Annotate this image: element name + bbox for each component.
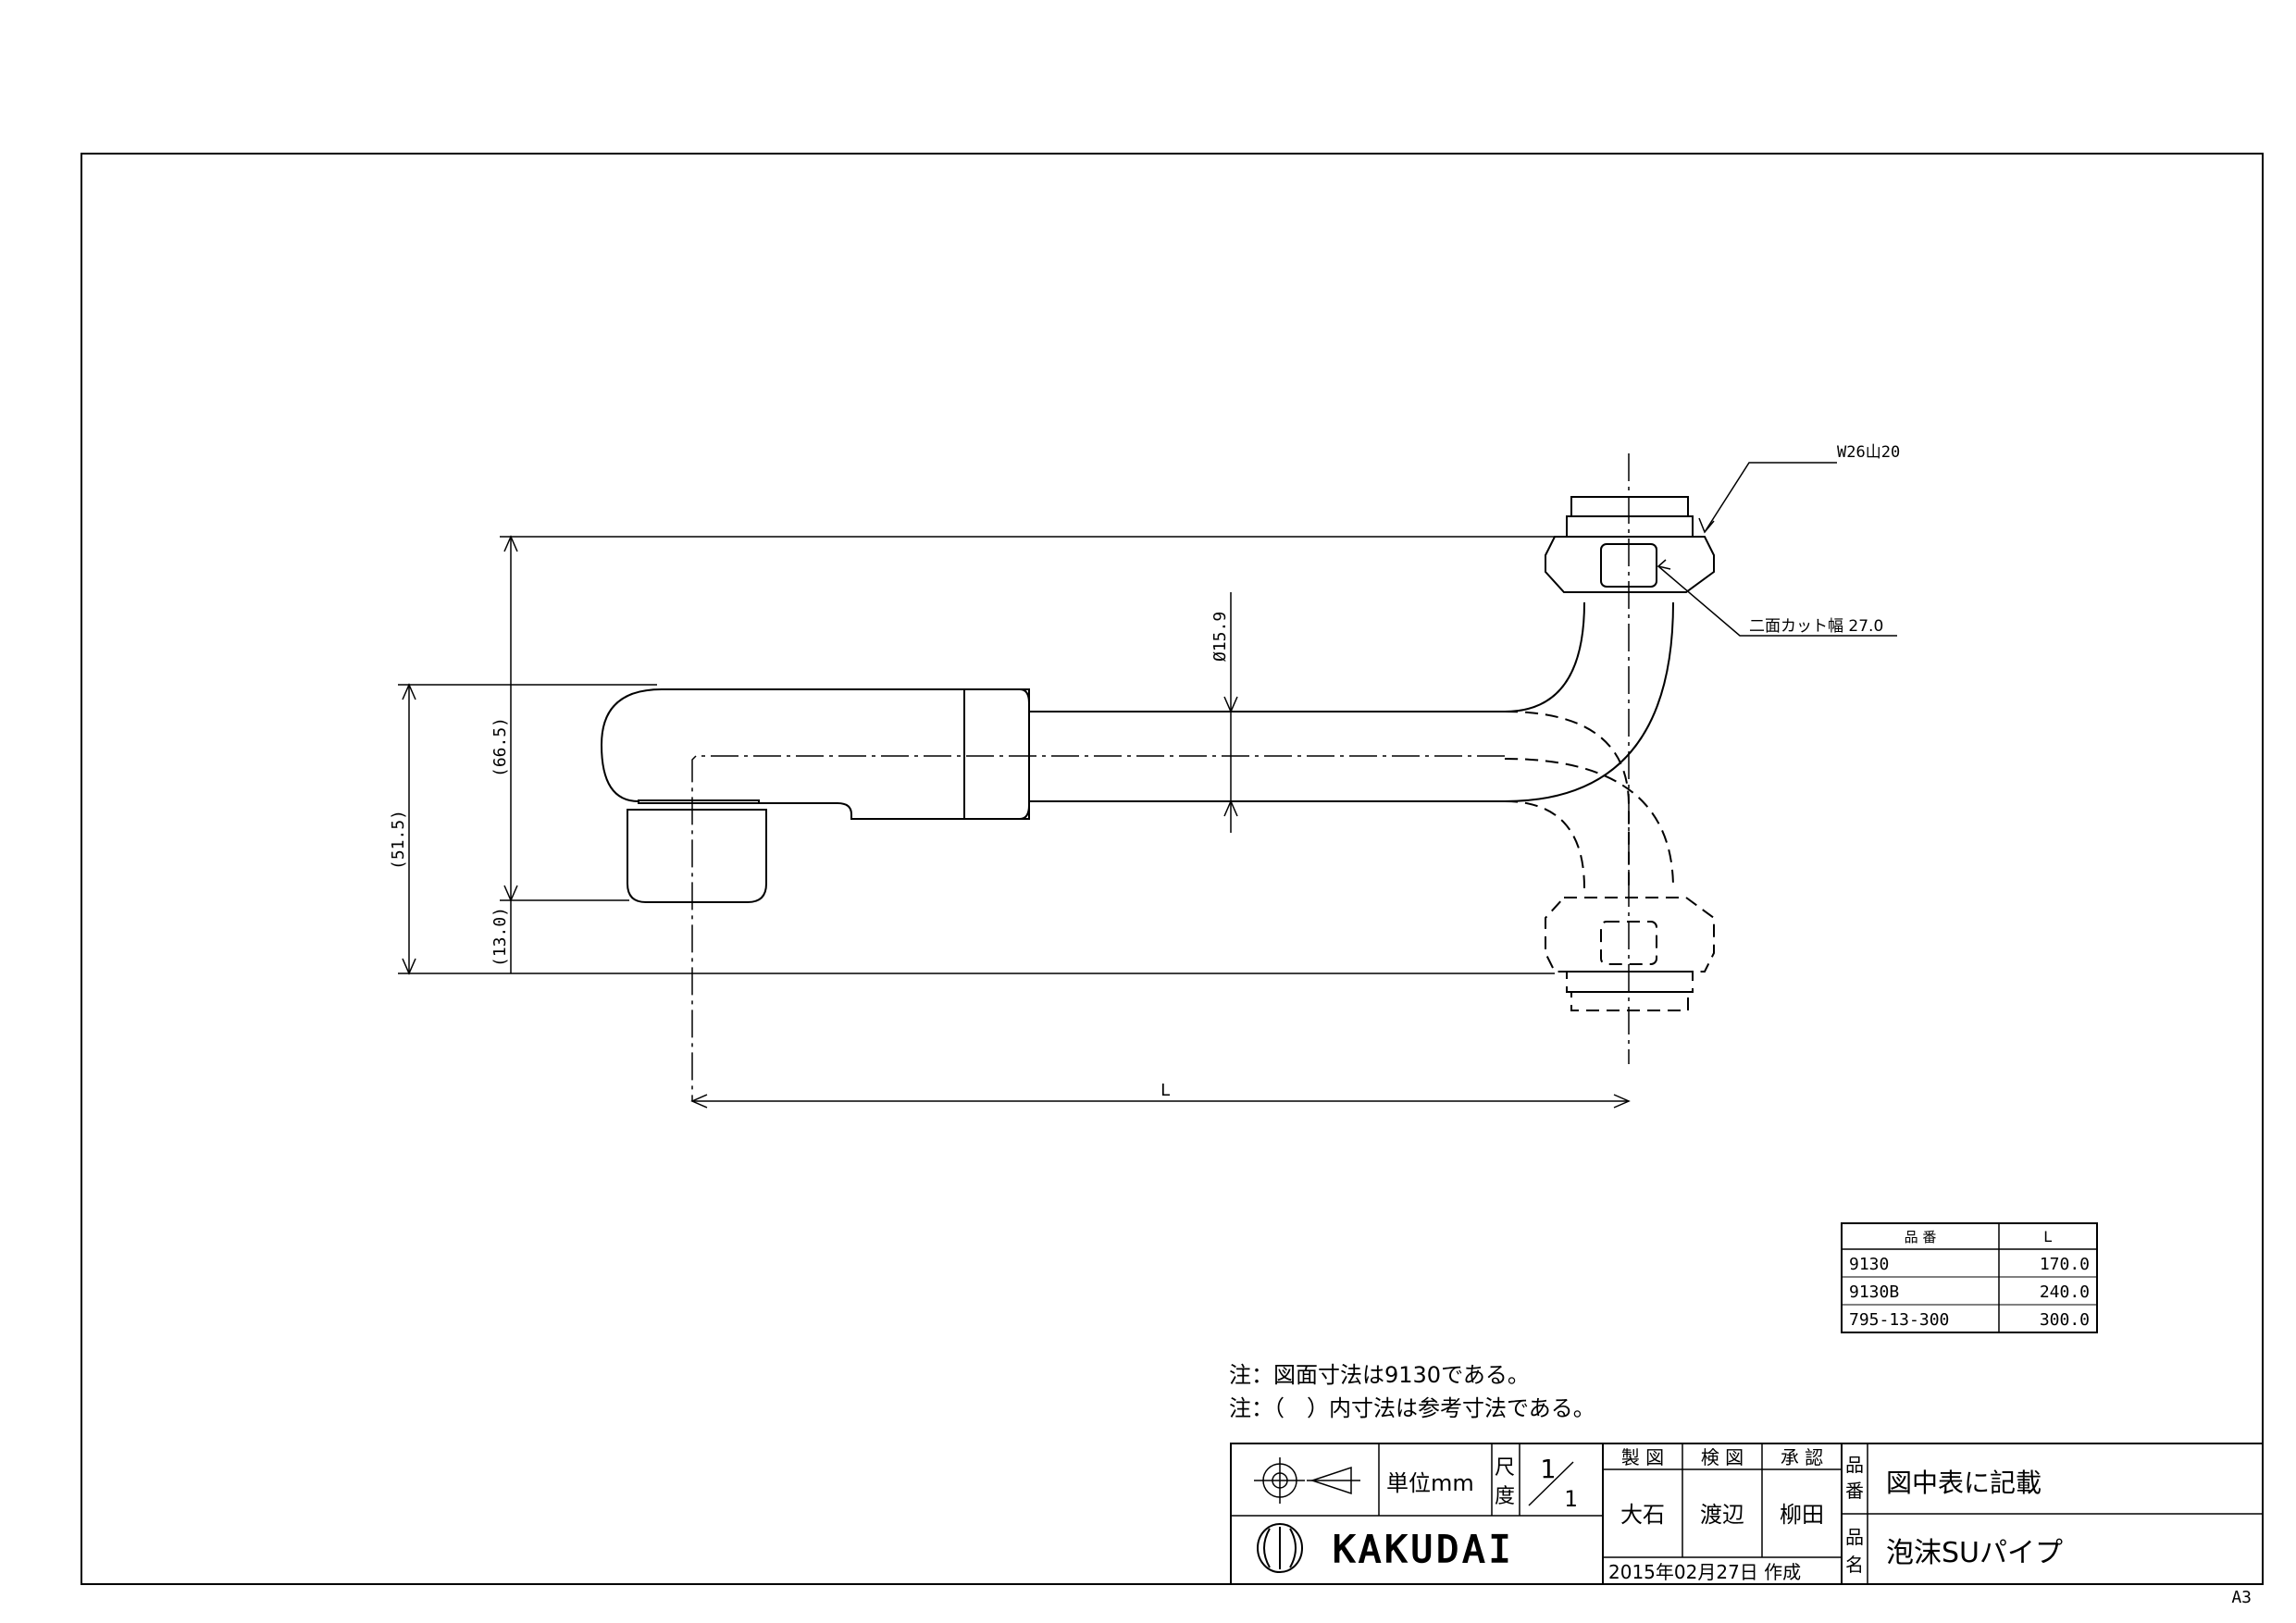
alt-bend-lower (1504, 800, 1585, 889)
table-row-1-part: 9130 (1849, 1255, 1889, 1274)
third-angle-projection-icon (1254, 1457, 1360, 1504)
height-total-label: (66.5) (490, 717, 510, 777)
height-aerator-label: (13.0) (490, 907, 510, 967)
aerator-body (627, 809, 767, 903)
table-row-3-part: 795-13-300 (1849, 1310, 1949, 1330)
flat-width-label: 二面カット幅 27.0 (1749, 617, 1883, 636)
table-row-3-length: 300.0 (2040, 1310, 2090, 1330)
alt-bend-upper (1504, 711, 1630, 888)
name-checker: 渡辺 (1700, 1502, 1744, 1528)
company-name: KAKUDAI (1333, 1529, 1515, 1571)
dimension-lines (398, 462, 1897, 1102)
role-approver: 承 認 (1781, 1446, 1823, 1468)
aerator-ring (638, 799, 760, 803)
kakudai-logo-icon (1257, 1523, 1303, 1573)
length-label: L (1160, 1081, 1171, 1100)
pipe-diameter-label: Ø15.9 (1210, 612, 1230, 662)
alt-nut-cap (1570, 991, 1689, 1011)
part-no-label-2: 番 (1845, 1480, 1864, 1502)
dimension-arrows (402, 517, 1715, 1109)
parts-table: 品 番 L 9130 170.0 9130B 240.0 795-13-300 … (1841, 1222, 2098, 1333)
title-block: 単位mm 尺 度 1 1 製 図 検 図 承 認 大石 渡辺 柳田 2015年0… (1230, 1443, 2264, 1585)
note-2: 注：（ ）内寸法は参考寸法である。 (1229, 1395, 1595, 1421)
note-1: 注：図面寸法は9130である。 (1229, 1362, 1530, 1388)
name-drafter: 大石 (1620, 1502, 1665, 1528)
product-name: 泡沫SUパイプ (1886, 1537, 2063, 1569)
alt-position-drawing (1504, 711, 1715, 1011)
spout-centerline (691, 755, 1505, 1101)
top-nut-cap (1570, 496, 1689, 517)
spout-drawing (600, 496, 1715, 903)
top-nut-neck (1566, 515, 1694, 538)
alt-bend-outer (1504, 758, 1674, 889)
table-row-2-length: 240.0 (2040, 1282, 2090, 1302)
part-no-label-1: 品 (1845, 1454, 1864, 1476)
alt-nut-neck (1566, 971, 1694, 993)
scale-label-1: 尺 (1495, 1456, 1515, 1480)
pipe-bend-outer (1504, 601, 1674, 802)
scale-denominator: 1 (1564, 1486, 1577, 1512)
height-spout-label: (51.5) (389, 810, 408, 870)
name-approver: 柳田 (1780, 1502, 1824, 1528)
sheet-size-label: A3 (2231, 1588, 2252, 1607)
date-created: 2015年02月27日 作成 (1608, 1561, 1801, 1583)
sheet-border (81, 153, 2264, 1585)
role-drafter: 製 図 (1621, 1446, 1664, 1468)
alt-nut-hex (1545, 897, 1715, 973)
scale-numerator: 1 (1540, 1454, 1556, 1484)
table-header-length: L (2043, 1228, 2053, 1245)
name-label-2: 名 (1845, 1554, 1864, 1576)
name-label-1: 品 (1845, 1526, 1864, 1548)
center-lines (691, 453, 1630, 1101)
role-checker: 検 図 (1701, 1446, 1744, 1468)
part-no-value: 図中表に記載 (1886, 1468, 2042, 1498)
unit-label: 単位mm (1386, 1470, 1474, 1496)
table-header-part-no: 品 番 (1905, 1229, 1937, 1245)
thread-label: W26山20 (1837, 443, 1900, 462)
scale-label-2: 度 (1495, 1485, 1515, 1508)
table-row-1-length: 170.0 (2040, 1255, 2090, 1274)
spout-head-collar (964, 688, 1030, 820)
pipe-bend-inner (1504, 601, 1585, 712)
top-nut-hex (1545, 536, 1715, 593)
table-row-2-part: 9130B (1849, 1282, 1899, 1302)
